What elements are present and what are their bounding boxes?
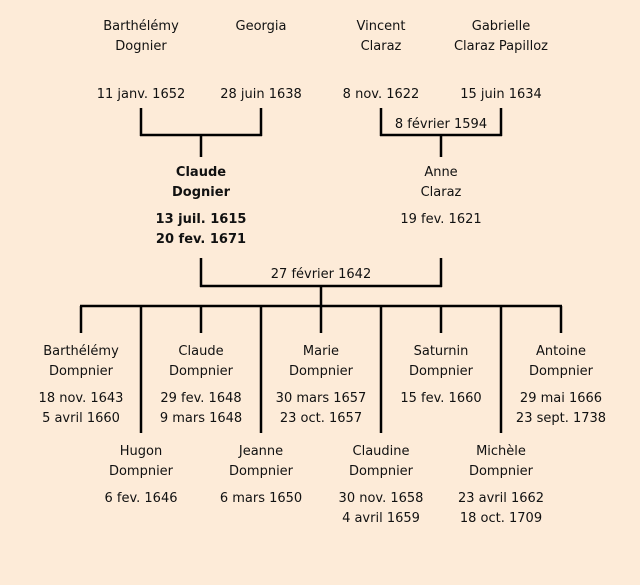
birth-date: 6 fev. 1646 <box>104 491 178 506</box>
first-name: Saturnin <box>413 344 469 359</box>
birth-date: 19 fev. 1621 <box>400 212 482 227</box>
first-name: Claudine <box>352 444 410 459</box>
last-name: Dognier <box>172 185 230 200</box>
person-grandparent[interactable]: Gabrielle Claraz Papilloz 15 juin 1634 <box>436 17 566 105</box>
birth-date: 15 fev. 1660 <box>400 391 482 406</box>
person-child[interactable]: Claudine Dompnier 30 nov. 1658 4 avril 1… <box>316 442 446 529</box>
birth-date: 18 nov. 1643 <box>38 391 124 406</box>
last-name: Dognier <box>115 39 167 54</box>
birth-date: 30 mars 1657 <box>275 391 367 406</box>
death-date: 20 fev. 1671 <box>155 232 247 247</box>
birth-date: 8 nov. 1622 <box>342 87 420 102</box>
first-name: Vincent <box>356 19 406 34</box>
first-name: Antoine <box>535 344 587 359</box>
death-date: 9 mars 1648 <box>159 411 243 426</box>
death-date: 23 oct. 1657 <box>279 411 363 426</box>
death-date: 23 sept. 1738 <box>515 411 607 426</box>
death-date: 5 avril 1660 <box>42 411 120 426</box>
first-name: Claude <box>175 165 227 180</box>
last-name: Claraz <box>360 39 402 54</box>
person-child[interactable]: Antoine Dompnier 29 mai 1666 23 sept. 17… <box>496 342 626 429</box>
birth-date: 29 fev. 1648 <box>160 391 242 406</box>
first-name: Michèle <box>476 444 526 459</box>
person-child[interactable]: Claude Dompnier 29 fev. 1648 9 mars 1648 <box>136 342 266 429</box>
marriage-date-grandparents-right: 8 février 1594 <box>394 117 488 132</box>
birth-date: 23 avril 1662 <box>457 491 545 506</box>
birth-date: 11 janv. 1652 <box>96 87 186 102</box>
last-name: Claraz Papilloz <box>453 39 548 54</box>
first-name: Marie <box>302 344 340 359</box>
birth-date: 6 mars 1650 <box>219 491 303 506</box>
last-name: Claraz <box>420 185 462 200</box>
person-parent-root[interactable]: Claude Dognier 13 juil. 1615 20 fev. 167… <box>136 163 266 250</box>
birth-date: 29 mai 1666 <box>519 391 603 406</box>
person-child[interactable]: Barthélémy Dompnier 18 nov. 1643 5 avril… <box>16 342 146 429</box>
person-child[interactable]: Michèle Dompnier 23 avril 1662 18 oct. 1… <box>436 442 566 529</box>
death-date: 18 oct. 1709 <box>459 511 543 526</box>
first-name: Claude <box>178 344 224 359</box>
last-name <box>196 37 326 57</box>
last-name: Dompnier <box>408 364 474 379</box>
person-grandparent[interactable]: Vincent Claraz 8 nov. 1622 <box>316 17 446 105</box>
last-name: Dompnier <box>288 364 354 379</box>
first-name: Jeanne <box>238 444 284 459</box>
first-name: Hugon <box>119 444 163 459</box>
last-name: Dompnier <box>348 464 414 479</box>
person-grandparent[interactable]: Barthélémy Dognier 11 janv. 1652 <box>76 17 206 105</box>
last-name: Dompnier <box>528 364 594 379</box>
birth-date: 30 nov. 1658 <box>338 491 424 506</box>
death-date: 4 avril 1659 <box>342 511 420 526</box>
birth-date: 15 juin 1634 <box>460 87 542 102</box>
last-name: Dompnier <box>48 364 114 379</box>
person-parent[interactable]: Anne Claraz 19 fev. 1621 <box>376 163 506 230</box>
last-name: Dompnier <box>168 364 234 379</box>
first-name: Georgia <box>235 19 287 34</box>
first-name: Gabrielle <box>471 19 531 34</box>
last-name: Dompnier <box>468 464 534 479</box>
last-name: Dompnier <box>228 464 294 479</box>
person-child[interactable]: Saturnin Dompnier 15 fev. 1660 <box>376 342 506 409</box>
person-grandparent[interactable]: Georgia 28 juin 1638 <box>196 17 326 105</box>
person-child[interactable]: Hugon Dompnier 6 fev. 1646 <box>76 442 206 509</box>
birth-date: 13 juil. 1615 <box>155 212 247 227</box>
person-child[interactable]: Marie Dompnier 30 mars 1657 23 oct. 1657 <box>256 342 386 429</box>
birth-date: 28 juin 1638 <box>220 87 302 102</box>
first-name: Barthélémy <box>43 344 119 359</box>
last-name: Dompnier <box>108 464 174 479</box>
first-name: Barthélémy <box>103 19 179 34</box>
first-name: Anne <box>424 165 458 180</box>
person-child[interactable]: Jeanne Dompnier 6 mars 1650 <box>196 442 326 509</box>
marriage-date-parents: 27 février 1642 <box>270 267 372 282</box>
